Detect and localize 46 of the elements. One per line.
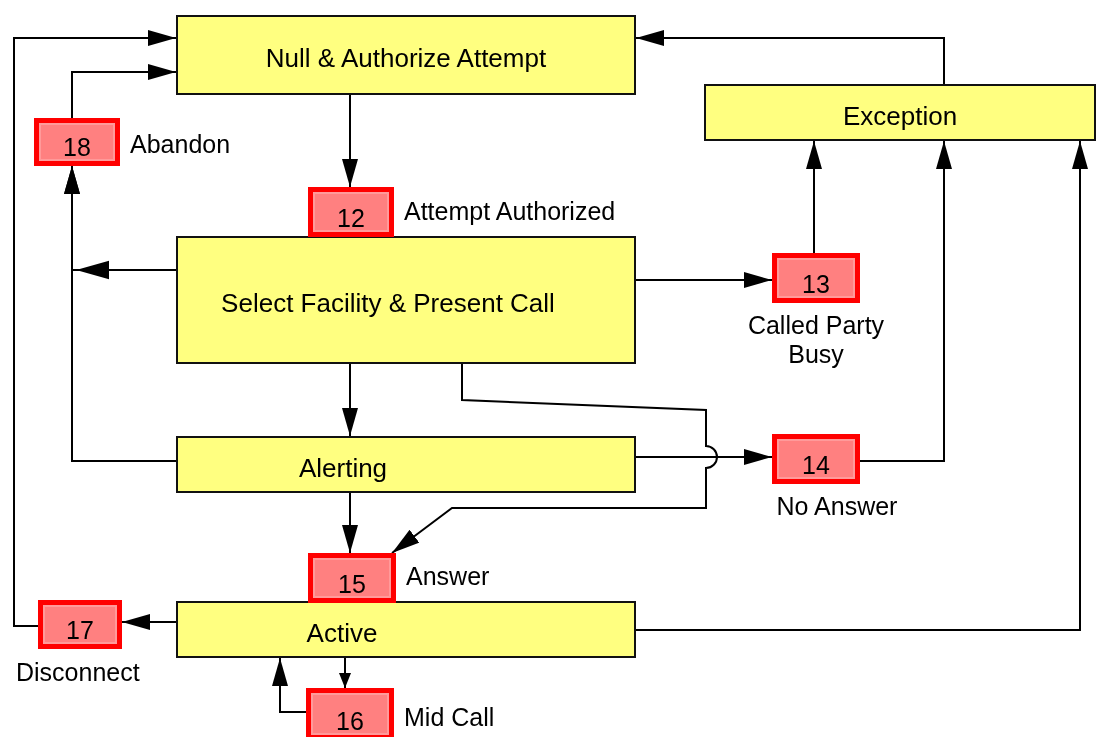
numbered-box xyxy=(308,553,396,603)
point-label: Abandon xyxy=(130,130,231,159)
arrow xyxy=(859,140,952,462)
numbered-box xyxy=(38,600,122,649)
point-number: 13 xyxy=(802,270,830,298)
arrow xyxy=(342,94,358,188)
point-label: Answer xyxy=(406,562,490,591)
state-box xyxy=(704,84,1096,141)
point-number: 12 xyxy=(337,204,365,232)
arrow xyxy=(806,140,822,254)
numbered-box xyxy=(34,118,120,166)
arrow xyxy=(635,449,773,465)
arrow xyxy=(13,30,177,627)
point-number: 16 xyxy=(336,707,364,735)
numbered-box xyxy=(772,434,860,484)
state-label: Exception xyxy=(842,99,958,133)
point-label: Disconnect xyxy=(16,658,140,687)
state-box xyxy=(176,436,636,493)
point-number: 14 xyxy=(802,451,830,479)
arrow xyxy=(342,492,358,554)
arrow xyxy=(635,30,945,85)
point-label: No Answer xyxy=(775,492,899,521)
state-box xyxy=(176,15,636,95)
state-label: Null & Authorize Attempt xyxy=(265,42,547,75)
numbered-box xyxy=(772,253,860,303)
state-box xyxy=(176,601,636,658)
point-number: 17 xyxy=(66,616,94,644)
state-label: Active xyxy=(306,616,378,650)
arrow xyxy=(391,363,718,554)
arrow xyxy=(342,363,358,437)
point-label: Called Party Busy xyxy=(746,311,886,369)
numbered-box xyxy=(306,688,394,737)
arrow xyxy=(121,614,177,630)
point-number: 15 xyxy=(338,570,366,598)
arrow xyxy=(339,657,351,689)
numbered-box xyxy=(308,187,394,237)
point-number: 18 xyxy=(63,133,91,161)
point-label: Mid Call xyxy=(404,703,495,732)
arrow xyxy=(71,64,177,119)
arrow xyxy=(635,272,773,288)
arrow xyxy=(635,140,1088,631)
state-label: Select Facility & Present Call xyxy=(221,287,555,320)
point-label: Attempt Authorized xyxy=(404,197,616,226)
state-box xyxy=(176,236,636,364)
state-label: Alerting xyxy=(298,451,388,485)
arrow xyxy=(272,657,307,713)
